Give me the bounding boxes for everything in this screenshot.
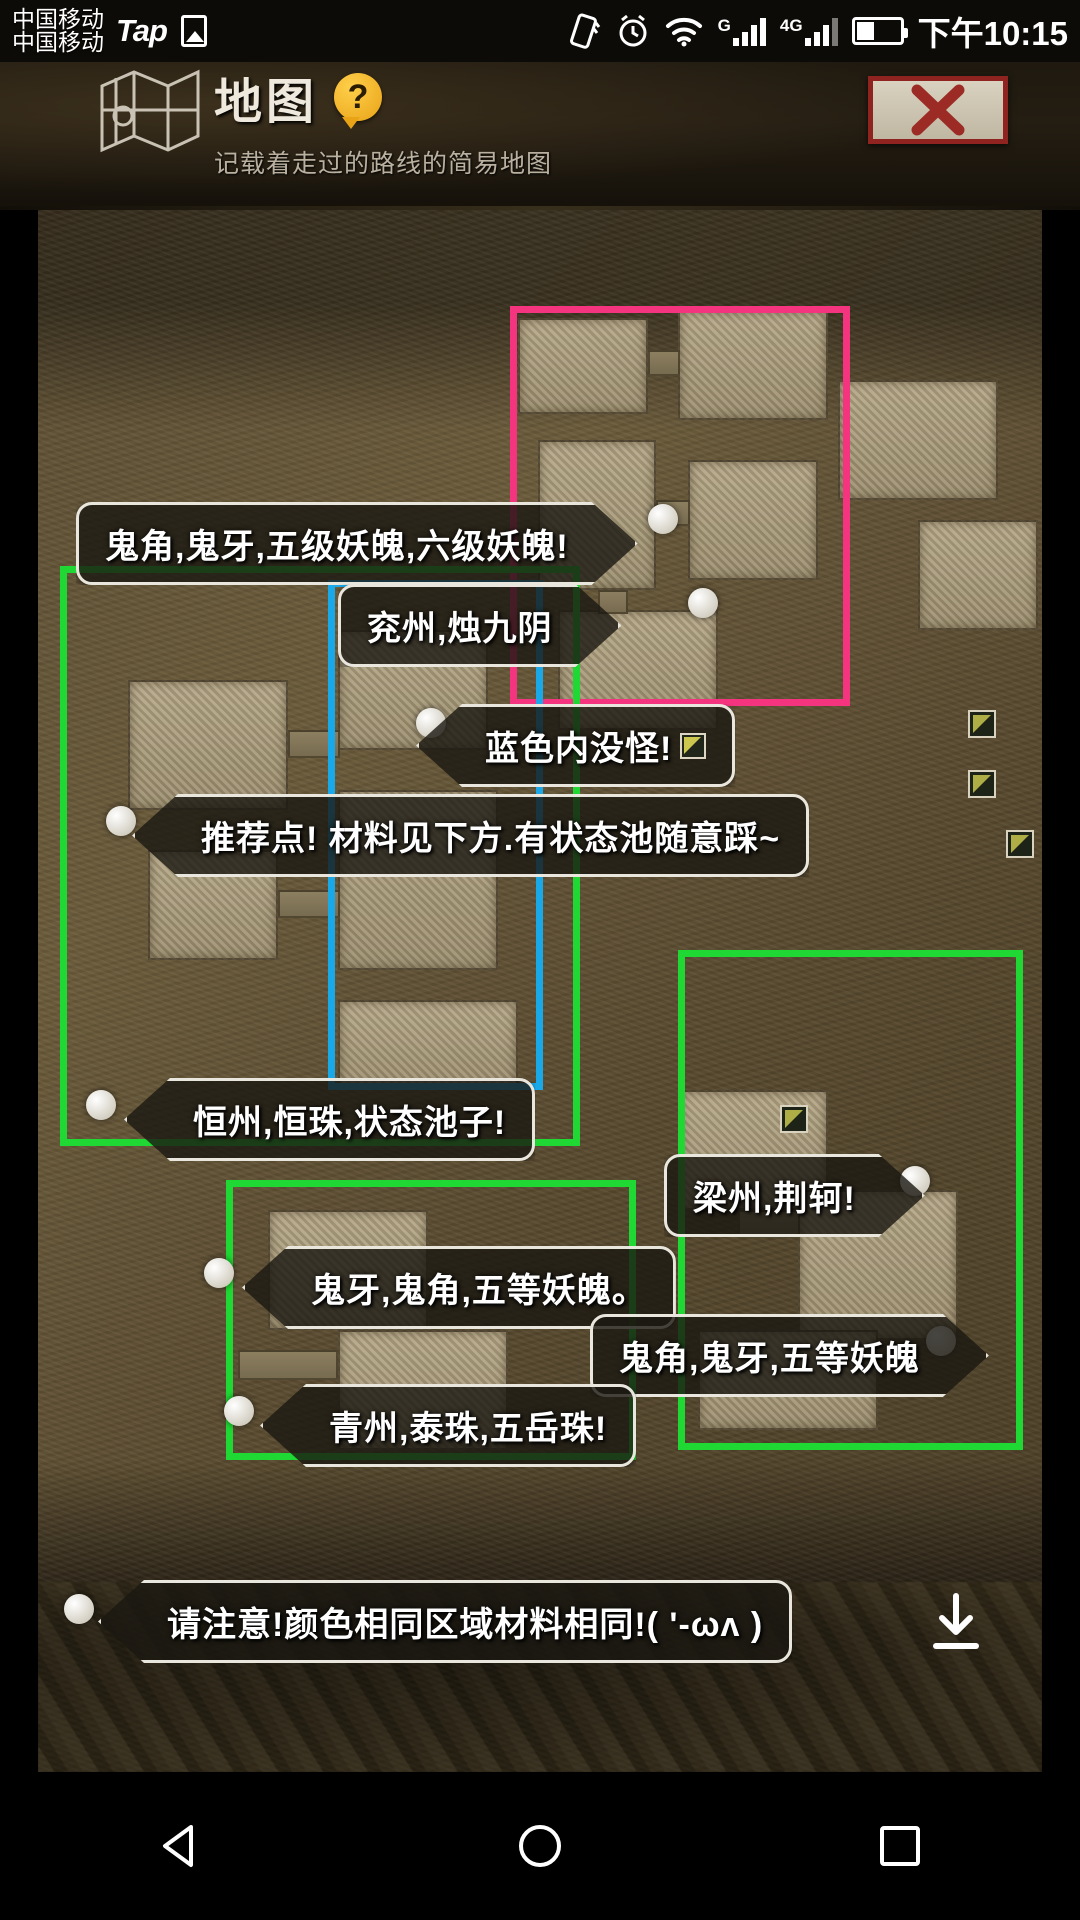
map-marker-dot[interactable] [688,588,718,618]
status-bar: 中国移动 中国移动 Tap G 4G [0,0,1080,62]
map-marker-dot[interactable] [106,806,136,836]
map-room [338,1000,518,1090]
map-corridor [598,590,628,614]
treasure-icon [1006,830,1034,858]
annotation-text: 鬼角,鬼牙,五级妖魄,六级妖魄! [105,528,569,566]
wifi-icon [664,14,704,48]
nav-back-button[interactable] [120,1786,240,1906]
treasure-icon [680,732,707,759]
page-title: 地图 [214,76,319,129]
map-marker-dot[interactable] [648,504,678,534]
annotation-text: 蓝色内没怪! [485,730,673,768]
annotation-text: 鬼角,鬼牙,五等妖魄 [619,1340,920,1378]
annotation-text: 请注意!颜色相同区域材料相同!( '-ωʌ ) [167,1606,764,1644]
nav-home-button[interactable] [480,1786,600,1906]
annotation-bubble[interactable]: 恒州,恒珠,状态池子! [124,1078,536,1161]
signal-4g-icon: 4G [780,16,838,46]
nav-recents-button[interactable] [840,1786,960,1906]
annotation-bubble[interactable]: 鬼牙,鬼角,五等妖魄。 [242,1246,676,1329]
vibrate-icon [568,13,602,49]
recents-square-icon [880,1826,920,1866]
annotation-text: 青州,泰珠,五岳珠! [329,1410,608,1448]
tap-app-icon: Tap [116,13,168,48]
map-corridor [238,1350,338,1380]
carrier-line-2: 中国移动 [12,29,104,55]
annotation-bubble[interactable]: 鬼角,鬼牙,五等妖魄 [590,1314,989,1397]
android-nav-bar [0,1772,1080,1920]
annotation-bubble[interactable]: 蓝色内没怪! [416,704,736,787]
page-subtitle: 记载着走过的路线的简易地图 [214,150,553,178]
network-type-label: G [717,16,731,35]
map-marker-dot[interactable] [86,1090,116,1120]
home-circle-icon [519,1825,561,1867]
close-icon [911,84,965,136]
map-marker-dot[interactable] [224,1396,254,1426]
map-room [918,520,1038,630]
annotation-text: 鬼牙,鬼角,五等妖魄。 [311,1272,647,1310]
map-room [838,380,998,500]
carrier-label: 中国移动 中国移动 [12,5,104,55]
map-marker-dot[interactable] [64,1594,94,1624]
alarm-icon [616,13,650,49]
map-header: 地图 ? 记载着走过的路线的简易地图 [0,34,1080,210]
map-marker-dot[interactable] [204,1258,234,1288]
help-icon[interactable]: ? [334,73,383,129]
annotation-bubble[interactable]: 鬼角,鬼牙,五级妖魄,六级妖魄! [76,502,638,585]
annotation-bubble[interactable]: 兖州,烛九阴 [338,584,621,667]
map-icon [100,69,200,153]
treasure-icon [780,1105,808,1133]
battery-icon [851,17,908,45]
annotation-bubble[interactable]: 请注意!颜色相同区域材料相同!( '-ωʌ ) [98,1580,793,1663]
signal-g-icon: G [718,16,766,46]
annotation-text: 推荐点! 材料见下方.有状态池随意踩~ [201,820,781,858]
annotation-bubble[interactable]: 青州,泰珠,五岳珠! [260,1384,637,1467]
treasure-icon [968,710,996,738]
carrier-line-1: 中国移动 [12,5,104,32]
clock: 下午10:15 [917,15,1068,52]
map-canvas[interactable]: 鬼角,鬼牙,五级妖魄,六级妖魄! 兖州,烛九阴 蓝色内没怪! 推荐点! 材料见下… [38,210,1042,1772]
annotation-text: 恒州,恒珠,状态池子! [193,1104,507,1142]
network-type-label-2: 4G [779,16,803,35]
annotation-bubble[interactable]: 梁州,荆轲! [664,1154,925,1237]
download-icon[interactable] [928,1592,984,1654]
map-corridor [648,350,680,376]
annotation-bubble[interactable]: 推荐点! 材料见下方.有状态池随意踩~ [132,794,810,877]
header-text-block: 地图 ? 记载着走过的路线的简易地图 [214,62,552,180]
map-room [518,318,648,414]
map-room [128,680,288,810]
annotation-text: 兖州,烛九阴 [367,610,553,648]
treasure-icon [968,770,996,798]
close-button[interactable] [868,76,1008,144]
map-room [678,310,828,420]
annotation-text: 梁州,荆轲! [693,1180,856,1218]
back-triangle-icon [163,1825,193,1867]
photo-icon [180,15,207,47]
